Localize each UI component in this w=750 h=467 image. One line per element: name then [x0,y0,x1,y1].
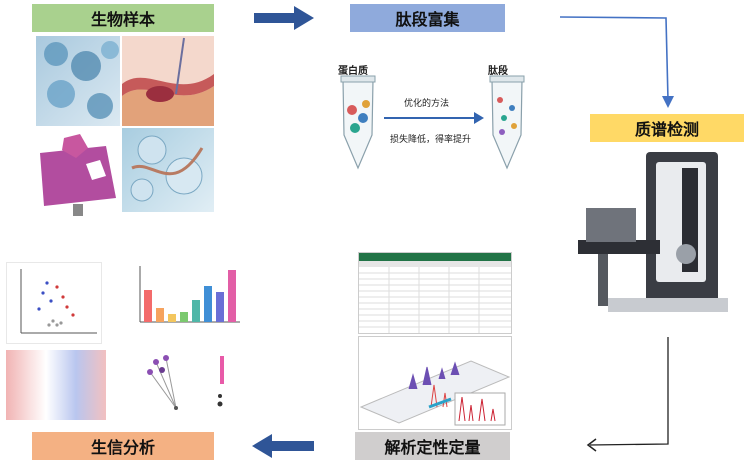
lc-ms-spectra-image [358,336,512,430]
peptide-tube-icon [490,76,524,168]
bar-chart-image [136,262,242,342]
heatmap-image [6,350,106,420]
spreadsheet-image [358,252,512,334]
volcano-plot-image [6,262,102,344]
protein-tube-icon [341,76,375,168]
network-image [136,348,242,420]
arrow-method [384,112,484,124]
mass-spectrometer-image [578,148,738,328]
